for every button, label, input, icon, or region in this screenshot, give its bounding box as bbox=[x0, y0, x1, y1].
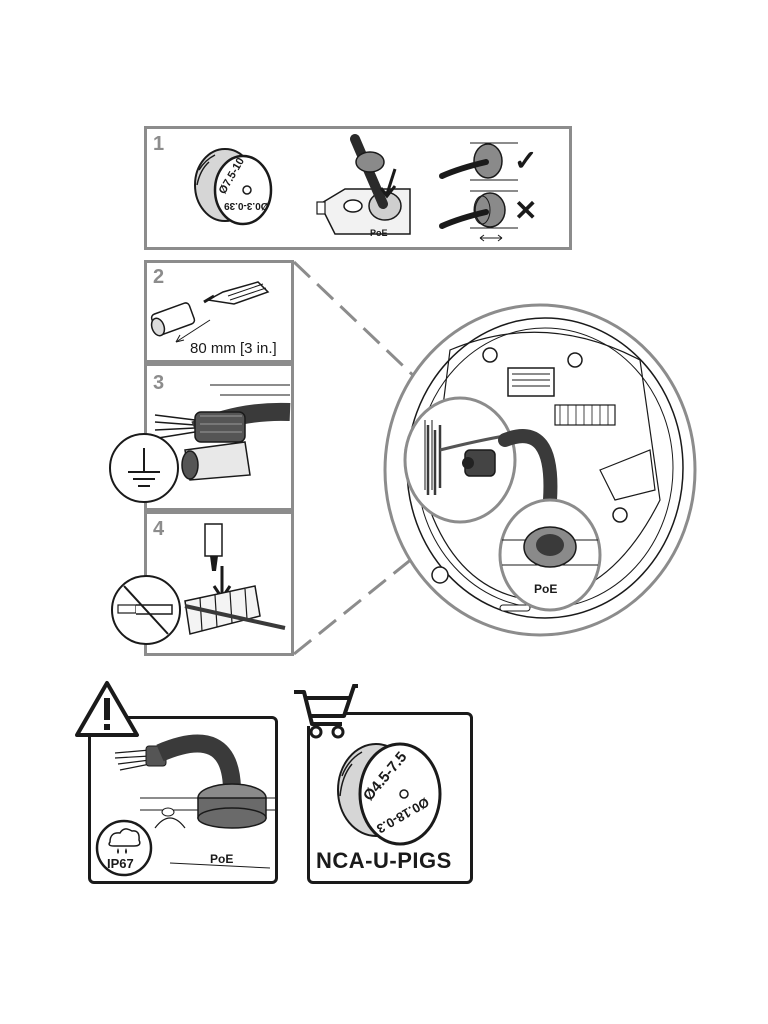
grommet-illustration bbox=[194, 148, 273, 226]
ip-rating-label: IP67 bbox=[107, 856, 134, 871]
strip-length-label: 80 mm [3 in.] bbox=[190, 340, 277, 357]
warning-triangle-icon bbox=[75, 681, 139, 737]
shield-grounding-illustration bbox=[154, 384, 291, 481]
no-bare-wire-icon bbox=[111, 575, 181, 645]
step-3-number: 3 bbox=[153, 372, 165, 394]
cable-strip-illustration bbox=[150, 281, 270, 343]
warning-port-label: PoE bbox=[210, 852, 234, 866]
incorrect-seating-illustration bbox=[439, 190, 518, 242]
ip67-icon bbox=[95, 819, 153, 877]
step-2-number: 2 bbox=[153, 266, 165, 288]
port-label: PoE bbox=[370, 228, 388, 238]
terminal-block-illustration bbox=[184, 523, 286, 635]
part-number-label: NCA-U-PIGS bbox=[316, 848, 452, 873]
step-4-number: 4 bbox=[153, 518, 165, 540]
main-port-label: PoE bbox=[534, 582, 558, 596]
camera-base-illustration bbox=[383, 303, 697, 637]
correct-check-icon: ✓ bbox=[514, 145, 538, 176]
accessory-grommet-illustration bbox=[337, 742, 442, 846]
sealed-cable-illustration bbox=[114, 734, 275, 869]
step-1-number: 1 bbox=[153, 133, 165, 155]
ground-icon bbox=[109, 433, 179, 503]
shopping-cart-icon bbox=[292, 684, 358, 739]
correct-seating-illustration bbox=[439, 142, 518, 181]
cable-insertion-illustration bbox=[316, 134, 411, 235]
wrong-cross-icon: ✕ bbox=[514, 195, 538, 226]
